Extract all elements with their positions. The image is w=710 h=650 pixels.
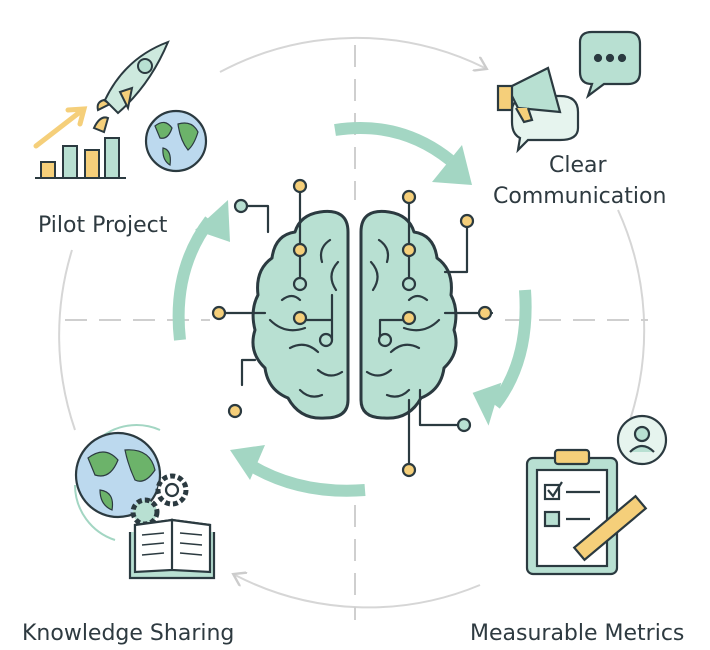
arrowhead-icon — [195, 200, 230, 242]
node-dot — [377, 332, 393, 348]
arrow-to-metrics — [490, 289, 532, 409]
node-dot — [318, 332, 334, 348]
arrowhead-icon — [230, 445, 265, 480]
outer-cycle-ring — [58, 36, 646, 609]
globe-icon — [74, 431, 162, 519]
node-dot — [233, 198, 249, 214]
label-knowledge-sharing: Knowledge Sharing — [22, 621, 234, 646]
node-dot — [401, 462, 417, 478]
arrow-to-pilot — [172, 216, 215, 341]
node-dot — [401, 310, 417, 326]
node-dot — [292, 276, 308, 292]
node-dot — [401, 242, 417, 258]
rocket-icon — [92, 40, 170, 134]
node-dot — [292, 310, 308, 326]
globe-icon — [144, 109, 208, 173]
arrow-to-knowledge — [246, 459, 366, 497]
knowledge-sharing-icon — [74, 424, 216, 580]
node-dot — [211, 305, 227, 321]
brain-circuit-icon — [211, 178, 494, 478]
arrowhead-icon — [432, 145, 472, 185]
node-dot — [456, 417, 472, 433]
checkbox-icon — [543, 510, 561, 528]
bar-chart-icon — [35, 137, 126, 179]
label-measurable-metrics: Measurable Metrics — [470, 621, 684, 646]
growth-arrow-icon — [33, 106, 88, 149]
checkbox-icon — [543, 483, 561, 501]
node-dot — [292, 178, 308, 194]
speech-bubble-icon — [578, 30, 642, 99]
label-clear-communication-line1: Clear — [549, 153, 607, 178]
arrowhead-icon — [472, 382, 502, 426]
megaphone-icon — [496, 66, 562, 124]
open-book-icon — [128, 518, 216, 580]
label-clear-communication-line2: Communication — [493, 184, 666, 209]
node-dot — [477, 305, 493, 321]
cycle-arrows — [172, 122, 532, 497]
node-dot — [292, 242, 308, 258]
pilot-project-icon — [33, 40, 208, 179]
clear-communication-icon — [496, 30, 642, 154]
arrow-to-communication — [334, 122, 454, 165]
measurable-metrics-icon — [525, 414, 668, 576]
ruler-icon — [572, 494, 648, 562]
node-dot — [401, 276, 417, 292]
node-dot — [401, 189, 417, 205]
node-dot — [459, 213, 475, 229]
node-dot — [227, 403, 243, 419]
label-pilot-project: Pilot Project — [38, 213, 168, 238]
